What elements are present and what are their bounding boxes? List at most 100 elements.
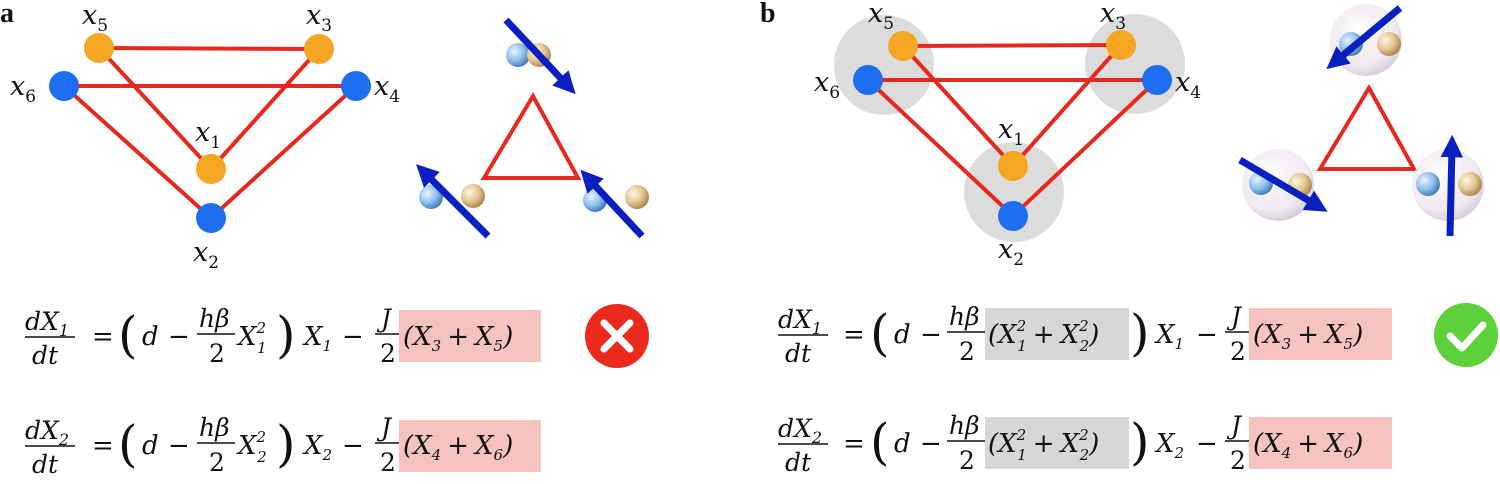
- spin-triangle-a: [416, 17, 649, 239]
- graph-node-2: [196, 203, 226, 233]
- frac-num: hβ: [949, 411, 980, 440]
- frac-den: 2: [959, 337, 975, 366]
- graph-node-6: [853, 65, 883, 95]
- node-label-6: x6: [10, 71, 36, 107]
- paren-close: ): [1130, 304, 1150, 362]
- coeff-d: d: [142, 431, 159, 461]
- node-label-1: x1: [998, 114, 1024, 150]
- graph-node-5: [888, 31, 918, 61]
- frac-den: 2: [209, 339, 225, 368]
- paren-close: ): [1130, 413, 1150, 471]
- frac-num: hβ: [199, 413, 230, 442]
- coupling-highlight: [1249, 417, 1392, 469]
- coupling-highlight: [1249, 308, 1392, 360]
- lhs-denominator: dt: [785, 339, 812, 368]
- equals-sign: =: [843, 320, 865, 350]
- coupling-den: 2: [1230, 337, 1246, 366]
- graph-edge-4-2: [1011, 78, 1159, 218]
- graph-edge-5-3: [902, 43, 1122, 48]
- graph-edge-5-1: [901, 44, 1015, 168]
- node-label-2: x2: [998, 234, 1024, 270]
- paren-open: (: [870, 413, 890, 471]
- paren-open: (: [118, 306, 138, 364]
- cluster-circle-bottom: [964, 142, 1064, 242]
- paren-close: ): [276, 306, 296, 364]
- minus-sign: −: [168, 322, 190, 352]
- coeff-d: d: [142, 322, 159, 352]
- lhs-numerator: dX1: [778, 305, 822, 338]
- graph-edges-b: [866, 43, 1159, 218]
- spin-arrow-icon: [1440, 134, 1463, 237]
- coupling-den: 2: [1230, 446, 1246, 475]
- spin-pair-top: [503, 17, 576, 95]
- spin-pair-left: [416, 164, 491, 239]
- coeff-d: d: [894, 320, 911, 350]
- check-icon: [1434, 303, 1498, 367]
- graph-node-1: [998, 151, 1028, 181]
- coupling-num: J: [376, 413, 393, 442]
- graph-edge-3-1: [209, 47, 321, 171]
- lhs-numerator: dX2: [25, 416, 69, 449]
- node-label-4: x4: [1175, 67, 1201, 103]
- coeff-d: d: [894, 429, 911, 459]
- paren-open: (: [870, 304, 890, 362]
- equals-sign: =: [92, 431, 114, 461]
- lhs-numerator: dX1: [25, 307, 69, 340]
- graph-edge-3-1: [1011, 43, 1123, 168]
- spin-pair-right: [580, 169, 649, 239]
- equals-sign: =: [92, 322, 114, 352]
- graph-edge-4-2: [209, 84, 358, 220]
- spin-arrow-icon: [503, 17, 576, 95]
- frac-den: 2: [959, 446, 975, 475]
- graph-node-4: [1142, 65, 1172, 95]
- paren-close: ): [276, 415, 296, 473]
- spin-bubble-top: [1326, 4, 1403, 76]
- graph-node-3: [1106, 30, 1136, 60]
- spin-bubble-right: [1412, 134, 1484, 237]
- spin-bubble-left: [1238, 149, 1328, 221]
- lhs-denominator: dt: [785, 448, 812, 477]
- sumsq-highlight: [985, 417, 1129, 469]
- graph-edge-6-2: [866, 78, 1015, 218]
- graph-edges-a: [62, 46, 358, 220]
- graph-node-6: [49, 71, 79, 101]
- minus-sign: −: [1196, 320, 1218, 350]
- graph-node-5: [84, 33, 114, 63]
- triangle-icon: [480, 91, 582, 180]
- cross-icon: [585, 304, 649, 368]
- sumsq-highlight: [985, 308, 1129, 360]
- minus-sign: −: [168, 431, 190, 461]
- linear-term: X2: [302, 431, 332, 464]
- coupling-highlight: [399, 420, 541, 472]
- graph-edge-5-1: [97, 46, 213, 171]
- graph-node-1: [196, 154, 226, 184]
- lhs-numerator: dX2: [778, 414, 822, 447]
- frac-den: 2: [209, 448, 225, 477]
- coupling-num: J: [1226, 302, 1243, 331]
- triangle-icon: [1316, 84, 1418, 171]
- graph-node-2: [998, 201, 1028, 231]
- minus-sign: −: [342, 322, 364, 352]
- spin-arrow-icon: [580, 169, 645, 239]
- frac-num: hβ: [199, 304, 230, 333]
- node-label-6: x6: [814, 67, 840, 103]
- panel-label-a: a: [0, 0, 14, 29]
- node-label-1: x1: [195, 117, 221, 153]
- lhs-denominator: dt: [32, 341, 59, 370]
- coupling-num: J: [376, 304, 393, 333]
- node-label-2: x2: [193, 237, 219, 273]
- coupling-num: J: [1226, 411, 1243, 440]
- graph-edge-6-2: [62, 84, 213, 220]
- minus-sign: −: [342, 431, 364, 461]
- spin-arrow-icon: [416, 164, 491, 239]
- minus-sign: −: [920, 429, 942, 459]
